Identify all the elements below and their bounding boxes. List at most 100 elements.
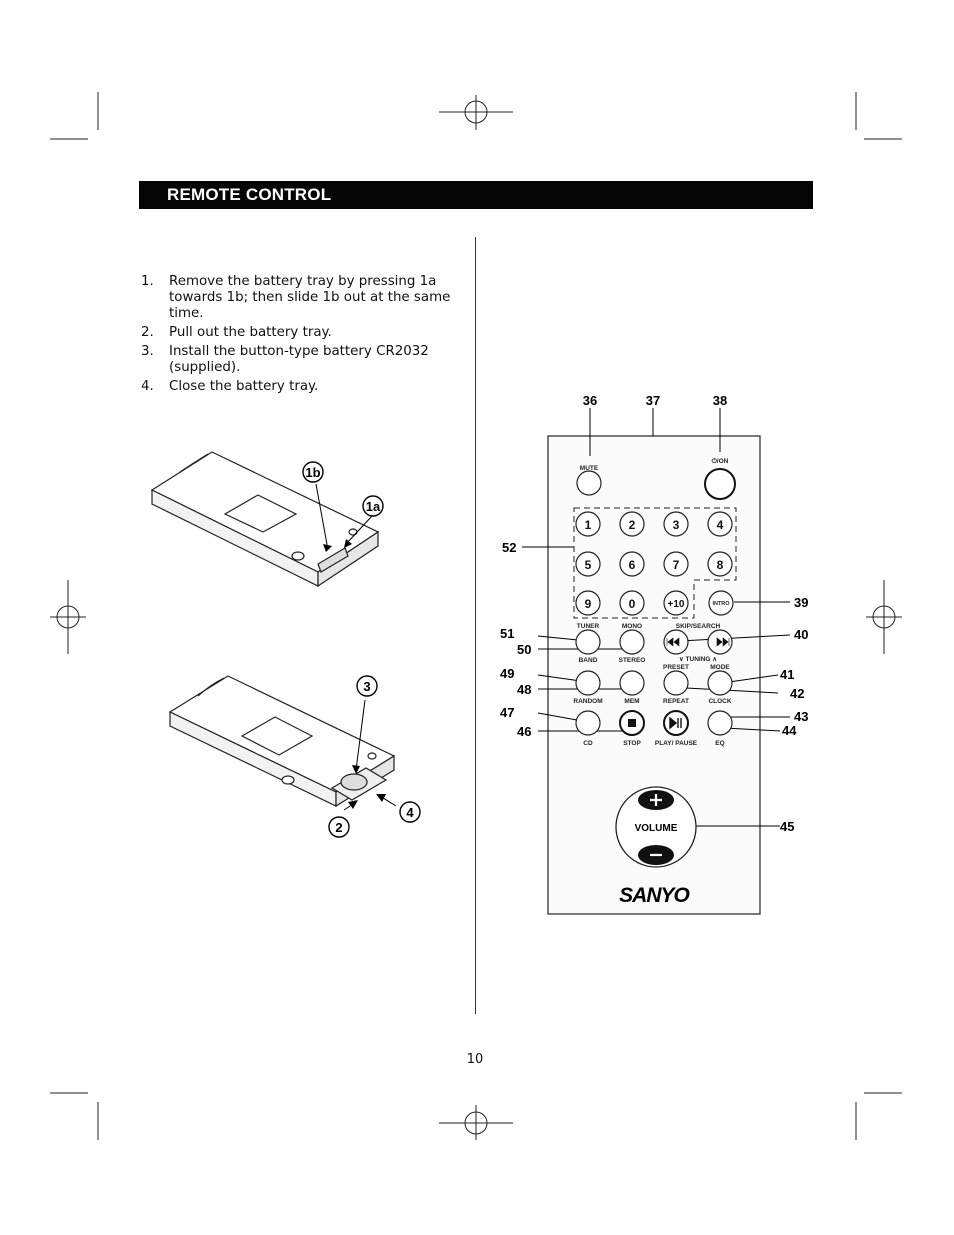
svg-text:PLAY/ PAUSE: PLAY/ PAUSE: [655, 740, 698, 747]
svg-text:52: 52: [502, 540, 516, 555]
key-3[interactable]: [663, 511, 689, 537]
registration-mark-bottom: [439, 1105, 513, 1140]
numeric-keypad-outline: [573, 507, 737, 619]
svg-text:41: 41: [780, 667, 794, 682]
svg-text:2: 2: [335, 820, 342, 835]
svg-text:1: 1: [585, 518, 592, 532]
svg-text:STOP: STOP: [623, 740, 641, 747]
svg-text:+10: +10: [668, 599, 685, 610]
instruction-step: 3.Install the button-type battery CR2032…: [141, 344, 429, 375]
svg-text:∨ TUNING ∧: ∨ TUNING ∧: [679, 656, 717, 663]
intro-button[interactable]: [708, 590, 734, 616]
instruction-list: 1.Remove the battery tray by pressing 1a…: [141, 274, 461, 398]
svg-text:49: 49: [500, 666, 514, 681]
page-number: 10: [466, 1052, 484, 1067]
svg-text:0: 0: [629, 597, 636, 611]
registration-mark-top: [439, 95, 513, 130]
svg-text:4: 4: [406, 805, 414, 820]
svg-text:MONO: MONO: [622, 623, 642, 630]
svg-text:7: 7: [673, 558, 680, 572]
skip-back-icon: [666, 637, 680, 647]
svg-text:3: 3: [673, 518, 680, 532]
svg-text:8: 8: [717, 558, 724, 572]
mono-stereo-button[interactable]: [619, 629, 645, 655]
svg-text:47: 47: [500, 705, 514, 720]
svg-text:INTRO: INTRO: [712, 601, 730, 607]
callout-1b: 1b: [302, 461, 324, 483]
svg-text:SKIP/SEARCH: SKIP/SEARCH: [676, 623, 721, 630]
callout-4: 4: [399, 801, 421, 823]
svg-text:43: 43: [794, 709, 808, 724]
svg-text:EQ: EQ: [715, 740, 724, 747]
svg-text:39: 39: [794, 595, 808, 610]
svg-text:REPEAT: REPEAT: [663, 698, 689, 705]
svg-text:MODE: MODE: [710, 664, 730, 671]
svg-text:2: 2: [629, 518, 636, 532]
svg-text:37: 37: [646, 393, 660, 408]
svg-text:PRESET: PRESET: [663, 664, 689, 671]
svg-text:4: 4: [717, 518, 724, 532]
column-divider: [475, 237, 476, 1014]
key-6[interactable]: [619, 551, 645, 577]
plus-icon: [650, 794, 662, 806]
play-pause-icon: [669, 716, 682, 730]
tuner-band-button[interactable]: [575, 629, 601, 655]
svg-text:MUTE: MUTE: [580, 465, 599, 472]
svg-text:48: 48: [517, 682, 531, 697]
mute-button[interactable]: [576, 470, 602, 496]
key-2[interactable]: [619, 511, 645, 537]
svg-text:44: 44: [782, 723, 797, 738]
svg-text:5: 5: [585, 558, 592, 572]
key-plus10[interactable]: [663, 590, 689, 616]
svg-text:3: 3: [363, 679, 370, 694]
mem-button[interactable]: [619, 670, 645, 696]
registration-mark-right: [866, 580, 902, 654]
svg-text:⏻/ON: ⏻/ON: [712, 457, 729, 465]
svg-text:MEM: MEM: [624, 698, 639, 705]
power-button[interactable]: [704, 468, 736, 500]
instruction-step: 4.Close the battery tray.: [141, 379, 319, 394]
svg-text:46: 46: [517, 724, 531, 739]
svg-text:40: 40: [794, 627, 808, 642]
svg-text:45: 45: [780, 819, 794, 834]
svg-text:42: 42: [790, 686, 804, 701]
svg-text:STEREO: STEREO: [619, 657, 646, 664]
svg-text:1b: 1b: [305, 465, 320, 480]
battery-tray-figure-2: 3 2 4: [168, 675, 421, 838]
section-title: REMOTE CONTROL: [167, 185, 332, 204]
key-4[interactable]: [707, 511, 733, 537]
key-1[interactable]: [575, 511, 601, 537]
random-button[interactable]: [575, 670, 601, 696]
preset-repeat-button[interactable]: [663, 670, 689, 696]
volume-dial: [615, 786, 697, 868]
svg-text:1a: 1a: [366, 499, 381, 514]
svg-text:BAND: BAND: [579, 657, 598, 664]
brand-logo: SANYO: [619, 884, 689, 907]
registration-mark-left: [50, 580, 86, 654]
svg-text:9: 9: [585, 597, 592, 611]
callout-1a: 1a: [362, 495, 384, 517]
section-header-bar: REMOTE CONTROL: [139, 181, 813, 209]
svg-text:36: 36: [583, 393, 597, 408]
svg-text:VOLUME: VOLUME: [635, 823, 678, 834]
key-0[interactable]: [619, 590, 645, 616]
cd-button[interactable]: [575, 710, 601, 736]
key-7[interactable]: [663, 551, 689, 577]
eq-button[interactable]: [707, 710, 733, 736]
svg-text:CD: CD: [583, 740, 593, 747]
key-8[interactable]: [707, 551, 733, 577]
svg-text:50: 50: [517, 642, 531, 657]
svg-text:6: 6: [629, 558, 636, 572]
svg-text:TUNER: TUNER: [577, 623, 600, 630]
svg-text:CLOCK: CLOCK: [708, 698, 731, 705]
key-9[interactable]: [575, 590, 601, 616]
numeric-keypad: 1 2 3 4 5 6 7 8 9 0 +10: [575, 511, 733, 616]
key-5[interactable]: [575, 551, 601, 577]
instruction-step: 2.Pull out the battery tray.: [141, 325, 332, 340]
instruction-step: 1.Remove the battery tray by pressing 1a…: [141, 274, 451, 321]
svg-text:51: 51: [500, 626, 514, 641]
remote-callouts: 36 37 38 52 39 51 40 50 49 41 48 42 47 4…: [500, 393, 808, 834]
battery-tray-figure-1: 1b 1a: [150, 451, 384, 588]
mode-clock-button[interactable]: [707, 670, 733, 696]
